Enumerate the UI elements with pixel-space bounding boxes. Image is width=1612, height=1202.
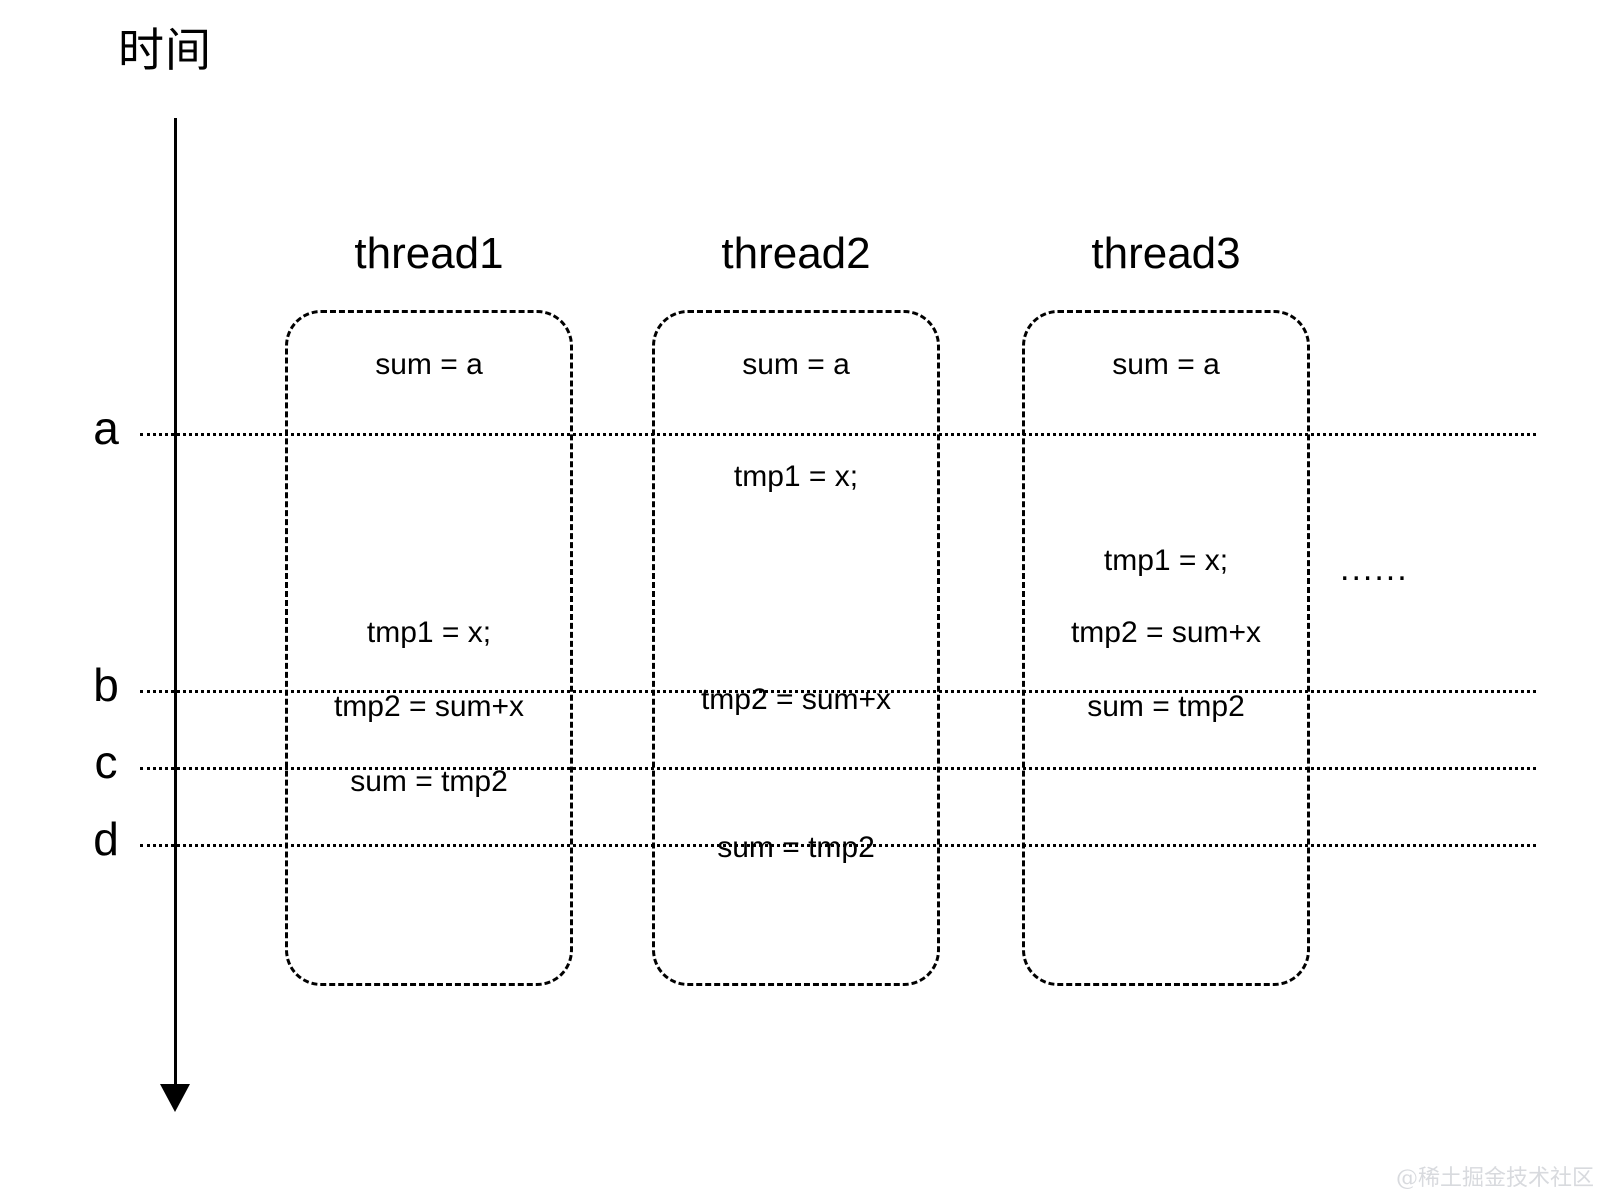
thread-statement: tmp1 = x; — [1103, 544, 1229, 577]
thread-column-2: thread2 sum = a tmp1 = x; tmp2 = sum+x sum =… — [652, 0, 940, 1202]
thread-statement: sum = a — [1112, 348, 1220, 381]
thread-lifeline-box — [652, 310, 940, 986]
time-marker-label: b — [93, 659, 119, 711]
thread-statement: sum = tmp2 — [1087, 690, 1245, 723]
thread-title: thread3 — [1091, 229, 1241, 278]
thread-column-1: thread1 sum = a tmp1 = x; tmp2 = sum+x sum =… — [285, 0, 573, 1202]
thread-statement: sum = a — [742, 348, 850, 381]
time-marker-label: a — [93, 402, 119, 454]
more-threads-ellipsis: ...... — [1340, 550, 1409, 588]
thread-lifeline-box — [1022, 310, 1310, 986]
thread-lifeline-box — [285, 310, 573, 986]
thread-statement: sum = tmp2 — [350, 765, 508, 798]
time-marker-dotted-line — [140, 767, 1536, 770]
time-axis-line — [174, 118, 177, 1093]
time-marker-dotted-line — [140, 433, 1536, 436]
thread-statement: sum = tmp2 — [717, 831, 875, 864]
thread-statement: tmp1 = x; — [733, 460, 859, 493]
thread-statement: tmp2 = sum+x — [1070, 616, 1262, 649]
thread-statement: tmp2 = sum+x — [700, 683, 892, 716]
time-axis-arrow-icon — [160, 1084, 190, 1112]
watermark: @稀土掘金技术社区 — [1395, 1166, 1594, 1191]
thread-title: thread2 — [721, 229, 871, 278]
thread-title: thread1 — [354, 229, 504, 278]
thread-statement: sum = a — [375, 348, 483, 381]
thread-column-3: thread3 sum = a tmp1 = x; tmp2 = sum+x sum =… — [1022, 0, 1310, 1202]
time-marker-label: d — [93, 813, 119, 865]
time-marker-dotted-line — [140, 844, 1536, 847]
thread-statement: tmp1 = x; — [366, 616, 492, 649]
axis-title: 时间 — [118, 24, 212, 76]
thread-statement: tmp2 = sum+x — [333, 690, 525, 723]
time-marker-label: c — [94, 736, 118, 788]
time-marker-dotted-line — [140, 690, 1536, 693]
